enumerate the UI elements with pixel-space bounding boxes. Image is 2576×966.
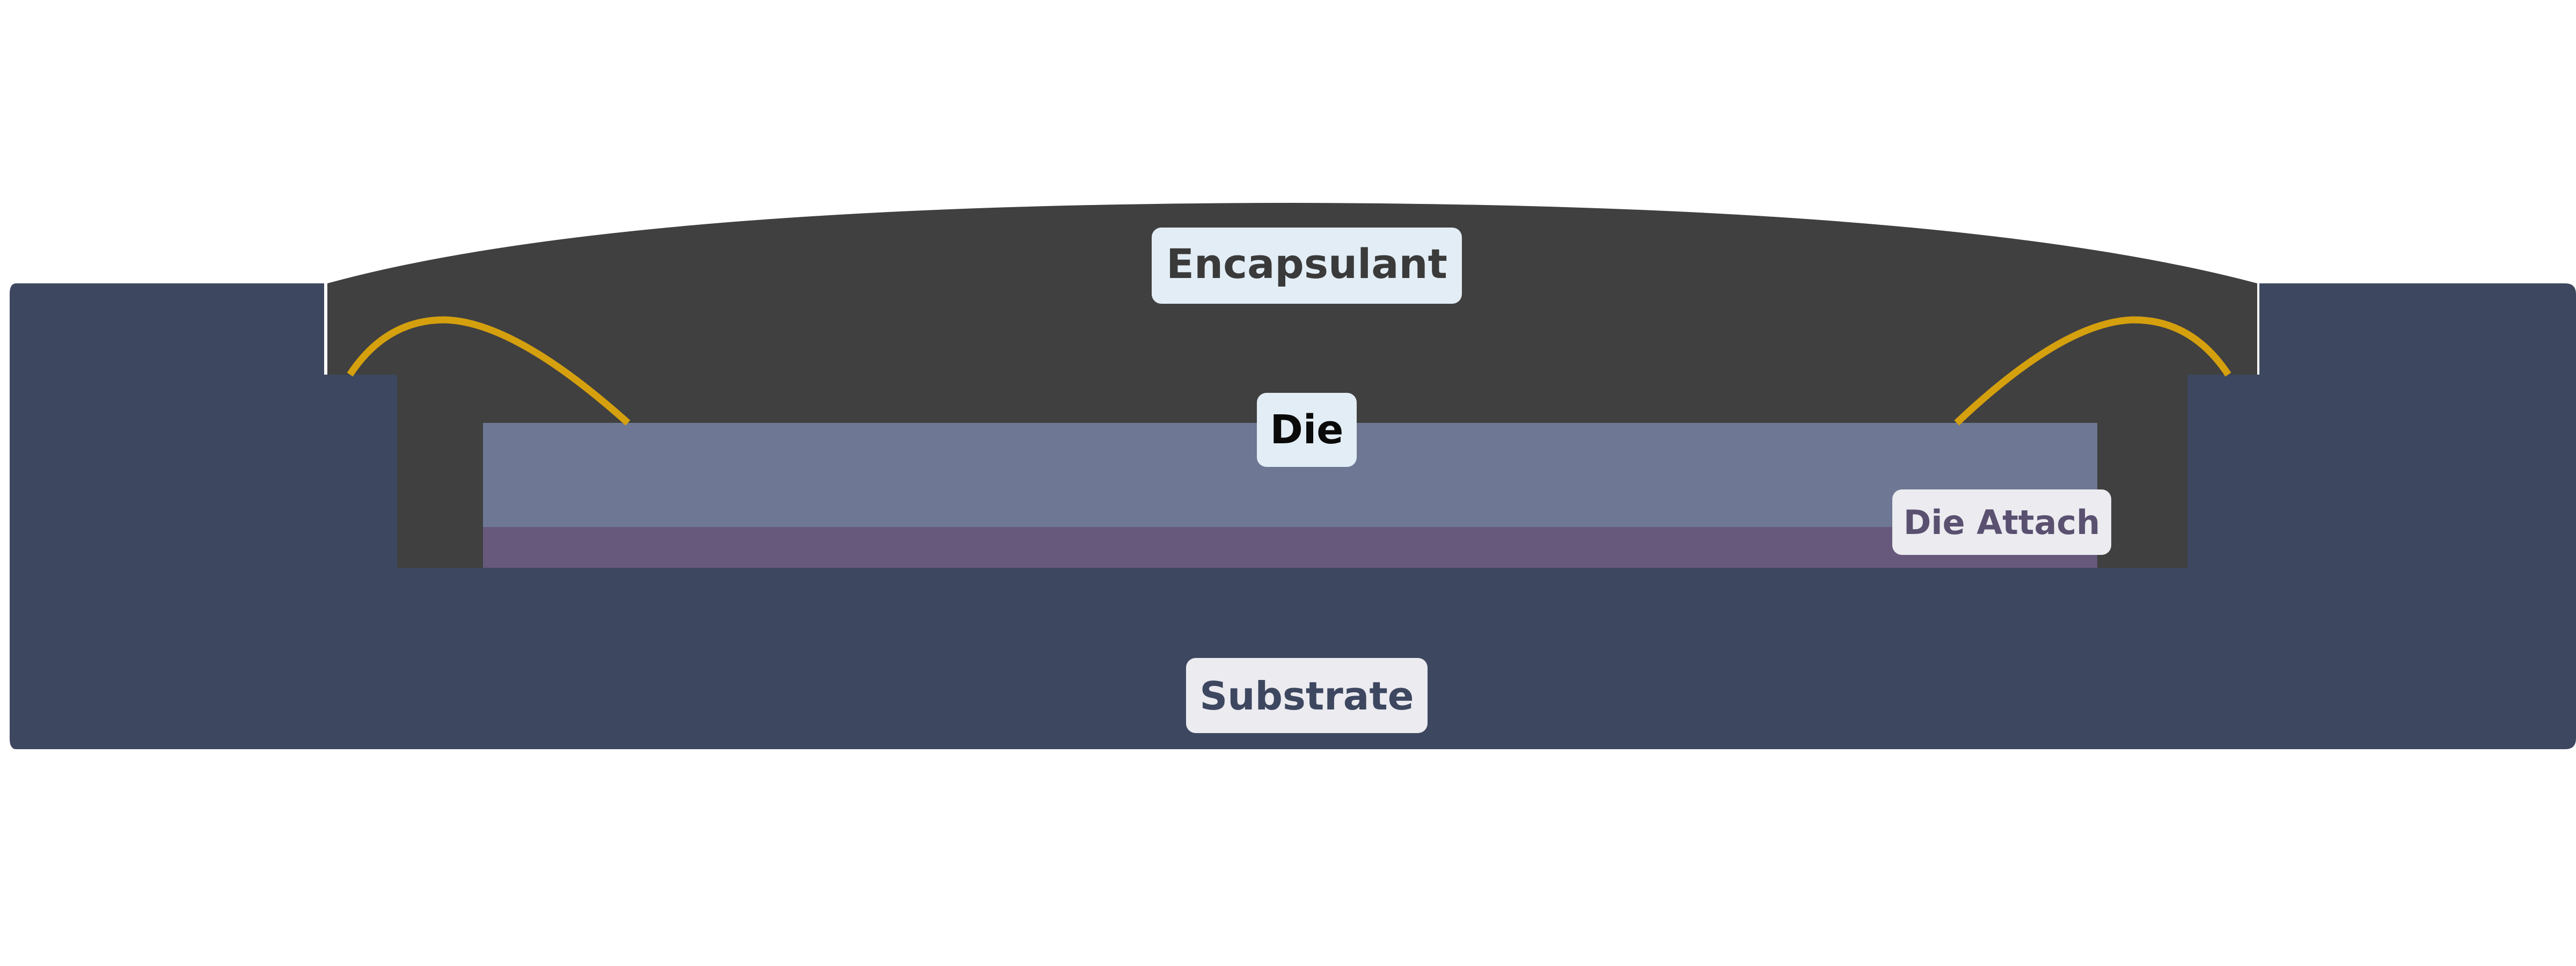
encapsulant-label-text: Encapsulant bbox=[1166, 240, 1447, 288]
substrate-label-pill bbox=[1186, 658, 1428, 733]
die-attach-label-text: Die Attach bbox=[1904, 503, 2100, 542]
substrate-label: Substrate bbox=[1186, 658, 1428, 733]
bond-wire-left bbox=[347, 316, 631, 426]
die-attach-label-pill bbox=[1892, 489, 2111, 555]
encapsulant-label: Encapsulant bbox=[1152, 228, 1462, 304]
die-attach bbox=[483, 527, 2097, 568]
encapsulant-label-pill bbox=[1152, 228, 1462, 304]
substrate bbox=[10, 283, 2576, 749]
substrate-label-text: Substrate bbox=[1199, 674, 1414, 719]
die-label-pill bbox=[1257, 393, 1357, 467]
die-label-text: Die bbox=[1270, 407, 1344, 453]
die-attach-label: Die Attach bbox=[1892, 489, 2111, 555]
die-label: Die bbox=[1257, 393, 1357, 467]
bond-wire-right bbox=[1954, 316, 2231, 426]
